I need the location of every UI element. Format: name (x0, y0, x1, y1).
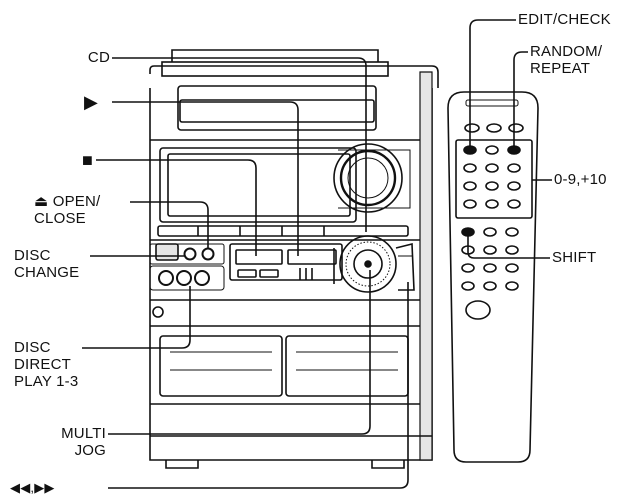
label-edit-check: EDIT/CHECK (518, 11, 611, 28)
callout-play (112, 101, 299, 256)
label-play: ▶ (84, 92, 99, 112)
label-disc-direct: DISC DIRECT PLAY 1-3 (14, 339, 79, 390)
callout-cd (112, 57, 367, 232)
stereo-unit (149, 49, 439, 469)
callout-lines (82, 19, 552, 489)
callout-random-repeat (513, 51, 528, 146)
label-open-close: ⏏ OPEN/ CLOSE (34, 193, 101, 227)
label-cd: CD (87, 49, 110, 66)
callout-disc-direct (82, 286, 191, 349)
callout-skip (108, 282, 409, 489)
callout-open-close (130, 201, 209, 248)
callout-stop (96, 159, 257, 256)
label-shift: SHIFT (552, 249, 597, 266)
label-stop: ■ (82, 150, 94, 170)
label-multi-jog: MULTI JOG (61, 425, 106, 459)
callout-multi-jog (108, 270, 371, 435)
label-numbers: 0-9,+10 (554, 171, 607, 188)
label-random-repeat: RANDOM/ REPEAT (530, 43, 603, 77)
callout-shift (467, 232, 550, 259)
remote-control (447, 91, 539, 463)
label-skip: ◀◀,▶▶ (10, 480, 55, 495)
label-disc-change: DISC CHANGE (14, 247, 80, 281)
callout-edit-check (469, 19, 516, 146)
